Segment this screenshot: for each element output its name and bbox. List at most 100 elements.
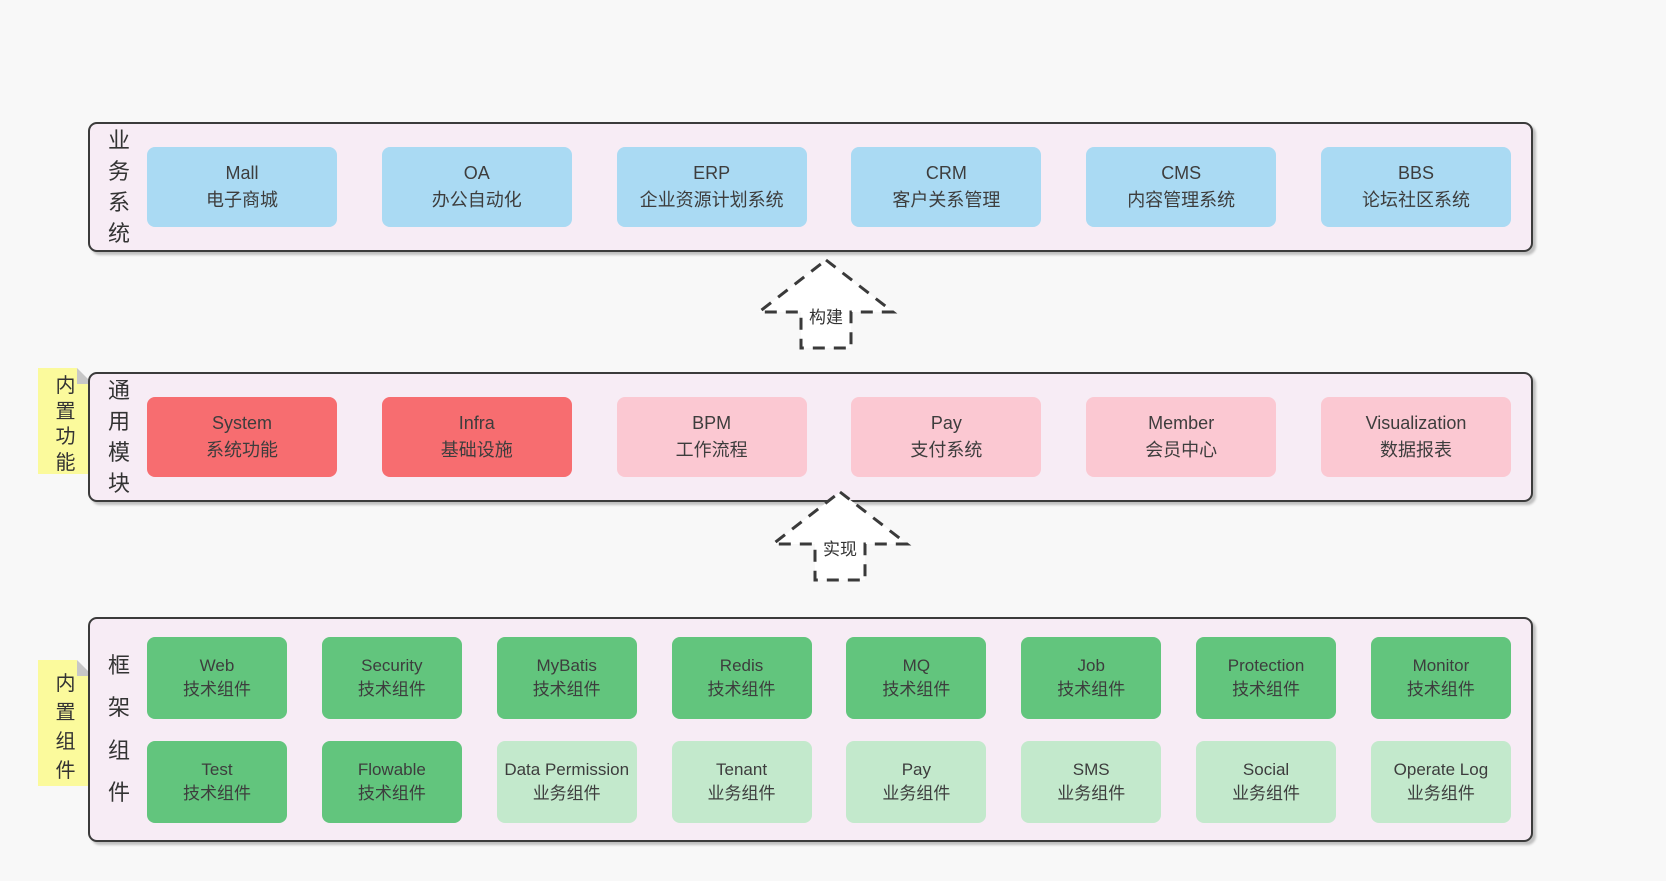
box-desc: 技术组件 (1406, 679, 1475, 699)
box-name: Redis (719, 655, 764, 675)
box-name: Web (199, 655, 235, 675)
box-redis: Redis 技术组件 (671, 636, 812, 719)
box-name: Infra (458, 413, 495, 433)
arrow-implement: 实现 (755, 488, 925, 584)
box-desc: 系统功能 (206, 440, 278, 460)
box-name: Job (1077, 655, 1105, 675)
box-job: Job 技术组件 (1021, 636, 1162, 719)
box-desc: 技术组件 (532, 679, 601, 699)
sticky-note-label: 内置功能 (55, 375, 76, 474)
box-name: Member (1148, 413, 1215, 433)
box-monitor: Monitor 技术组件 (1370, 636, 1511, 719)
sticky-note-builtin-features: 内置功能 (38, 368, 93, 474)
box-row-technical: Web 技术组件 Security 技术组件 MyBatis 技术组件 Redi… (147, 636, 1511, 719)
box-name: Data Permission (504, 759, 630, 779)
box-tenant: Tenant 业务组件 (671, 740, 812, 823)
arrow-build: 构建 (741, 256, 911, 352)
box-name: Test (201, 759, 233, 779)
box-operate-log: Operate Log 业务组件 (1370, 740, 1511, 823)
box-desc: 技术组件 (183, 783, 251, 803)
arrow-build-label: 构建 (806, 302, 846, 329)
box-name: Mall (225, 163, 259, 183)
box-data-permission: Data Permission 业务组件 (496, 740, 637, 823)
layer-common-modules: 通用模块 System 系统功能 Infra 基础设施 BPM 工作流程 Pay… (88, 372, 1533, 502)
sticky-note-builtin-components: 内置组件 (38, 660, 93, 786)
box-name: Protection (1227, 655, 1305, 675)
sticky-note-label: 内置组件 (55, 673, 76, 782)
box-name: OA (463, 163, 490, 183)
box-name: Visualization (1365, 413, 1467, 433)
layer-business-systems: 业务系统 Mall 电子商城 OA 办公自动化 ERP 企业资源计划系统 CRM… (88, 122, 1533, 252)
box-name: Flowable (357, 759, 426, 779)
box-desc: 数据报表 (1379, 440, 1452, 460)
box-desc: 技术组件 (1232, 679, 1301, 699)
box-desc: 会员中心 (1145, 440, 1218, 460)
box-oa: OA 办公自动化 (381, 147, 572, 227)
box-name: System (211, 413, 272, 433)
box-bbs: BBS 论坛社区系统 (1320, 147, 1511, 227)
box-name: MyBatis (536, 655, 597, 675)
box-flowable: Flowable 技术组件 (321, 740, 462, 823)
box-desc: 内容管理系统 (1127, 190, 1236, 210)
box-bpm: BPM 工作流程 (616, 397, 807, 477)
box-name: Operate Log (1393, 759, 1489, 779)
box-desc: 客户关系管理 (892, 190, 1001, 210)
box-desc: 基础设施 (440, 440, 513, 460)
box-name: MQ (902, 655, 931, 675)
box-system: System 系统功能 (147, 397, 337, 477)
box-desc: 业务组件 (1232, 783, 1301, 803)
box-erp: ERP 企业资源计划系统 (616, 147, 807, 227)
box-pay: Pay 支付系统 (851, 397, 1042, 477)
box-name: SMS (1072, 759, 1110, 779)
box-row: System 系统功能 Infra 基础设施 BPM 工作流程 Pay 支付系统… (147, 397, 1511, 477)
box-desc: 支付系统 (910, 440, 983, 460)
box-name: ERP (693, 163, 731, 183)
box-visualization: Visualization 数据报表 (1320, 397, 1511, 477)
box-name: Security (361, 655, 423, 675)
box-member: Member 会员中心 (1086, 397, 1277, 477)
box-row-business: Test 技术组件 Flowable 技术组件 Data Permission … (147, 740, 1511, 823)
box-desc: 业务组件 (1406, 783, 1475, 803)
box-desc: 技术组件 (357, 783, 426, 803)
box-desc: 技术组件 (1057, 679, 1126, 699)
box-row: Mall 电子商城 OA 办公自动化 ERP 企业资源计划系统 CRM 客户关系… (147, 147, 1511, 227)
box-desc: 技术组件 (183, 679, 251, 699)
box-name: CRM (925, 163, 967, 183)
box-desc: 技术组件 (357, 679, 426, 699)
box-test: Test 技术组件 (147, 740, 287, 823)
box-mybatis: MyBatis 技术组件 (496, 636, 637, 719)
box-desc: 办公自动化 (431, 190, 522, 210)
box-desc: 业务组件 (882, 783, 951, 803)
box-name: Tenant (716, 759, 768, 779)
box-desc: 技术组件 (882, 679, 951, 699)
box-desc: 业务组件 (532, 783, 601, 803)
box-desc: 业务组件 (707, 783, 776, 803)
box-pay-component: Pay 业务组件 (846, 740, 987, 823)
box-sms: SMS 业务组件 (1021, 740, 1162, 823)
box-name: BBS (1397, 163, 1434, 183)
layer-label: 业务系统 (107, 127, 130, 247)
box-desc: 电子商城 (206, 190, 278, 210)
box-name: Social (1242, 759, 1290, 779)
box-security: Security 技术组件 (321, 636, 462, 719)
layer-label: 通用模块 (107, 377, 130, 497)
box-desc: 技术组件 (707, 679, 776, 699)
component-rows: Web 技术组件 Security 技术组件 MyBatis 技术组件 Redi… (147, 636, 1511, 823)
box-name: BPM (692, 413, 732, 433)
box-desc: 业务组件 (1057, 783, 1126, 803)
box-social: Social 业务组件 (1196, 740, 1337, 823)
box-desc: 企业资源计划系统 (639, 190, 784, 210)
box-mall: Mall 电子商城 (147, 147, 337, 227)
arrow-implement-label: 实现 (820, 534, 860, 561)
box-cms: CMS 内容管理系统 (1086, 147, 1277, 227)
box-infra: Infra 基础设施 (381, 397, 572, 477)
box-name: Pay (930, 413, 962, 433)
box-web: Web 技术组件 (147, 636, 287, 719)
box-name: Pay (901, 759, 932, 779)
box-desc: 论坛社区系统 (1361, 190, 1470, 210)
box-crm: CRM 客户关系管理 (851, 147, 1042, 227)
layer-label: 框架组件 (107, 653, 130, 805)
box-name: CMS (1161, 163, 1202, 183)
box-protection: Protection 技术组件 (1196, 636, 1337, 719)
